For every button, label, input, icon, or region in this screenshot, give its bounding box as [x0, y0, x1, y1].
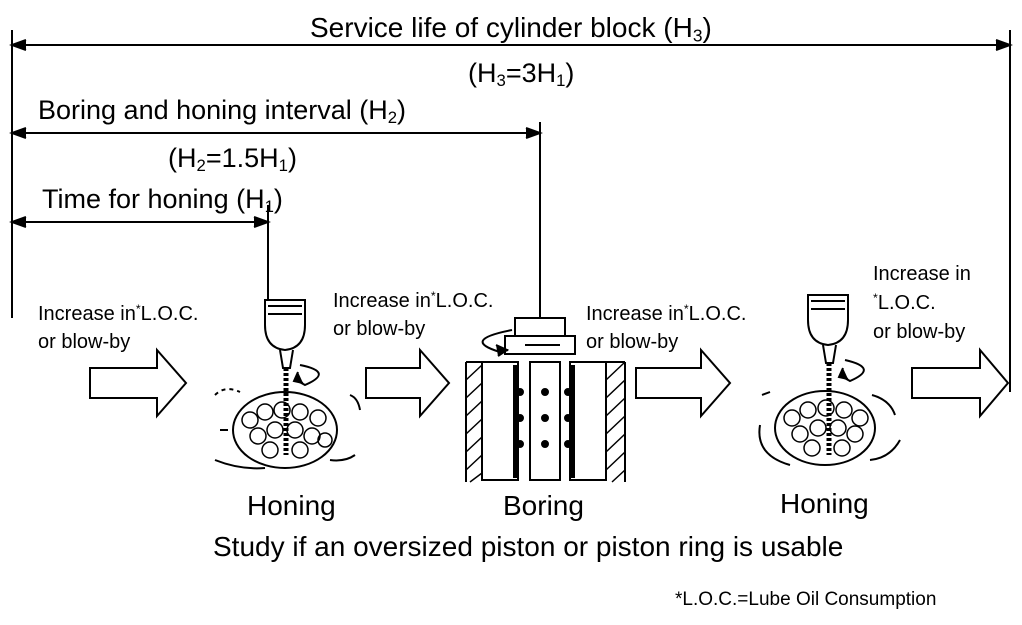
h3-relation-label: (H3=3H1) [468, 58, 575, 91]
loc-note-1: Increase in*L.O.C.or blow-by [38, 302, 199, 353]
h2-dimension-line [9, 122, 543, 318]
stage-label-honing-2: Honing [780, 488, 869, 519]
footnote: *L.O.C.=Lube Oil Consumption [675, 589, 937, 610]
flow-arrow-4 [911, 347, 1010, 419]
flow-arrow-1 [89, 347, 188, 419]
honing-time-label: Time for honing (H1) [42, 184, 283, 217]
stage-label-boring: Boring [503, 490, 584, 521]
h1-dimension-line [9, 205, 271, 300]
loc-note-3: Increase in*L.O.C.or blow-by [586, 302, 747, 353]
flow-arrow-2 [365, 347, 451, 419]
service-life-label: Service life of cylinder block (H3) [310, 12, 712, 46]
study-note: Study if an oversized piston or piston r… [213, 531, 844, 562]
honing-illustration-2 [758, 294, 901, 466]
boring-honing-interval-label: Boring and honing interval (H2) [38, 95, 407, 128]
boring-illustration [465, 317, 626, 483]
h2-relation-label: (H2=1.5H1) [168, 143, 297, 176]
honing-illustration-1 [214, 299, 361, 470]
loc-note-2: Increase in*L.O.C.or blow-by [333, 289, 494, 340]
flow-arrow-3 [635, 347, 732, 419]
h3-dimension-line [9, 30, 1013, 392]
loc-note-4: Increase in*L.O.C.or blow-by [873, 263, 971, 343]
stage-label-honing-1: Honing [247, 490, 336, 521]
